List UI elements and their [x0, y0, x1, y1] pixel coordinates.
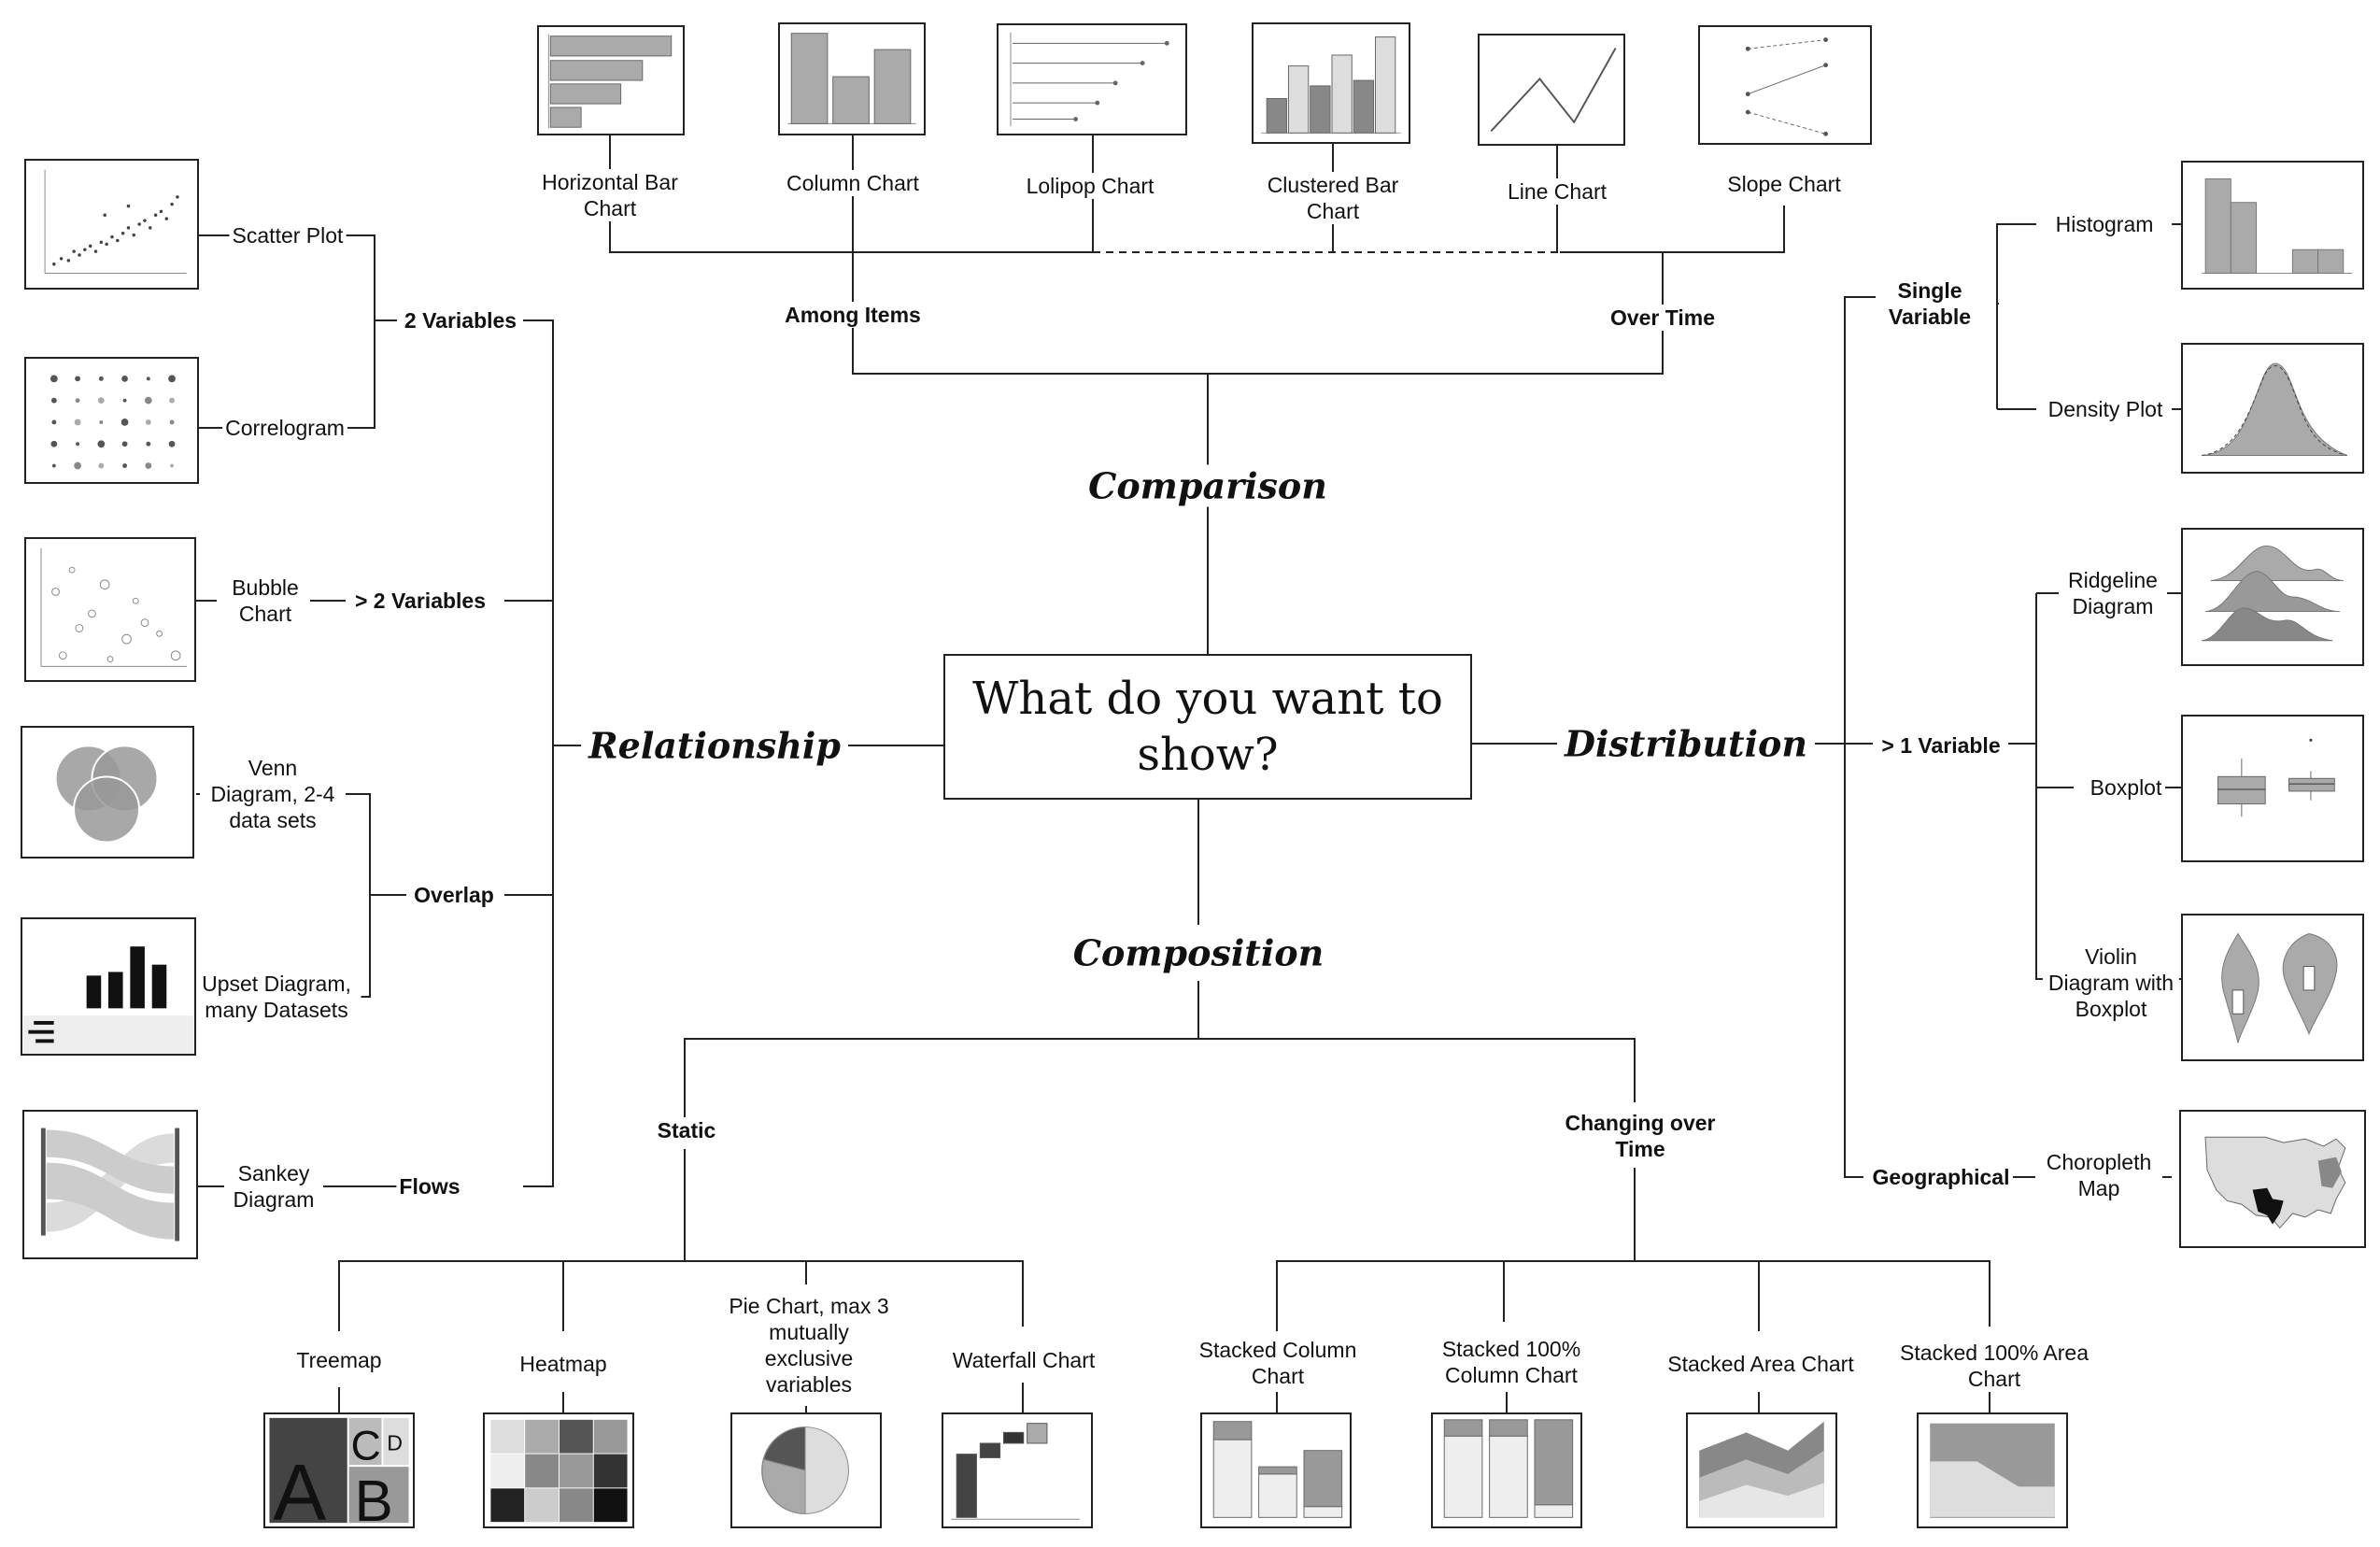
central-question-text: What do you want to show?	[972, 673, 1443, 781]
subcategory-flows: Flows	[396, 1173, 463, 1199]
label-sankey-diagram: Sankey Diagram	[224, 1160, 323, 1213]
category-distribution: Distribution	[1557, 722, 1815, 765]
thumb-scatter-plot	[24, 159, 199, 290]
thumb-stacked-100-area-chart	[1917, 1412, 2068, 1528]
subcategory-among-items: Among Items	[782, 302, 924, 328]
thumb-stacked-column-chart	[1200, 1412, 1352, 1528]
label-correlogram: Correlogram	[222, 415, 347, 441]
thumb-ridgeline-diagram	[2181, 528, 2364, 666]
thumb-horizontal-bar-chart	[537, 25, 685, 135]
label-clustered-bar-chart: Clustered Bar Chart	[1251, 172, 1415, 224]
category-composition: Composition	[1065, 931, 1332, 974]
label-lolipop-chart: Lolipop Chart	[1023, 173, 1157, 199]
label-stacked-column-chart: Stacked Column Chart	[1186, 1337, 1369, 1389]
thumb-heatmap	[483, 1412, 634, 1528]
thumb-stacked-area-chart	[1686, 1412, 1837, 1528]
subcategory-single-variable: Single Variable	[1876, 277, 1984, 330]
thumb-venn-diagram	[21, 726, 194, 859]
thumb-column-chart	[778, 22, 926, 135]
label-horizontal-bar-chart: Horizontal Bar Chart	[528, 169, 692, 221]
subcategory-overlap: Overlap	[411, 882, 497, 908]
thumb-density-plot	[2181, 343, 2364, 474]
central-question: What do you want to show?	[943, 654, 1472, 800]
label-stacked-area-chart: Stacked Area Chart	[1665, 1351, 1857, 1377]
label-choropleth-map: Choropleth Map	[2035, 1149, 2162, 1201]
treemap-letter-d: D	[387, 1431, 403, 1455]
thumb-pie-chart	[730, 1412, 882, 1528]
thumb-slope-chart	[1698, 25, 1872, 145]
thumb-violin-diagram	[2181, 914, 2364, 1061]
label-column-chart: Column Chart	[784, 170, 922, 196]
label-venn-diagram: Venn Diagram, 2-4 data sets	[200, 755, 346, 833]
thumb-waterfall-chart	[942, 1412, 1093, 1528]
label-waterfall-chart: Waterfall Chart	[949, 1347, 1098, 1373]
thumb-correlogram	[24, 357, 199, 484]
treemap-letter-c: C	[351, 1423, 381, 1469]
label-pie-chart: Pie Chart, max 3 mutually exclusive vari…	[722, 1293, 896, 1398]
label-upset-diagram: Upset Diagram, many Datasets	[191, 971, 361, 1023]
subcategory-more-than-1-variable: > 1 Variable	[1878, 732, 2004, 759]
thumb-lolipop-chart	[997, 23, 1187, 135]
subcategory-over-time: Over Time	[1607, 305, 1719, 331]
label-bubble-chart: Bubble Chart	[220, 575, 310, 627]
label-ridgeline-diagram: Ridgeline Diagram	[2059, 567, 2167, 619]
label-violin-diagram: Violin Diagram with Boxplot	[2043, 944, 2179, 1022]
label-heatmap: Heatmap	[517, 1351, 610, 1377]
subcategory-more-than-2-variables: > 2 Variables	[351, 588, 489, 614]
subcategory-geographical: Geographical	[1869, 1164, 2013, 1190]
thumb-bubble-chart	[24, 537, 196, 682]
label-slope-chart: Slope Chart	[1724, 171, 1844, 197]
category-comparison: Comparison	[1081, 464, 1335, 507]
thumb-sankey-diagram	[22, 1110, 198, 1259]
subcategory-changing-over-time: Changing over Time	[1553, 1110, 1727, 1162]
subcategory-static: Static	[654, 1117, 719, 1143]
label-scatter-plot: Scatter Plot	[229, 222, 347, 248]
thumb-clustered-bar-chart	[1252, 22, 1410, 144]
thumb-treemap: A B C D	[263, 1412, 415, 1528]
label-histogram: Histogram	[2052, 211, 2157, 237]
treemap-letter-b: B	[354, 1469, 392, 1526]
thumb-histogram	[2181, 161, 2364, 290]
label-line-chart: Line Chart	[1504, 178, 1610, 205]
thumb-upset-diagram	[21, 917, 196, 1056]
label-stacked-100-area-chart: Stacked 100% Area Chart	[1889, 1340, 2100, 1392]
label-stacked-100-column-chart: Stacked 100% Column Chart	[1410, 1336, 1612, 1388]
label-treemap: Treemap	[293, 1347, 385, 1373]
thumb-line-chart	[1478, 34, 1625, 146]
subcategory-2-variables: 2 Variables	[401, 307, 520, 334]
category-relationship: Relationship	[581, 724, 848, 767]
thumb-stacked-100-column-chart	[1431, 1412, 1582, 1528]
label-density-plot: Density Plot	[2045, 396, 2166, 422]
label-boxplot: Boxplot	[2087, 774, 2165, 801]
thumb-boxplot	[2181, 715, 2364, 862]
thumb-choropleth-map	[2179, 1110, 2366, 1248]
treemap-letter-a: A	[273, 1448, 326, 1526]
